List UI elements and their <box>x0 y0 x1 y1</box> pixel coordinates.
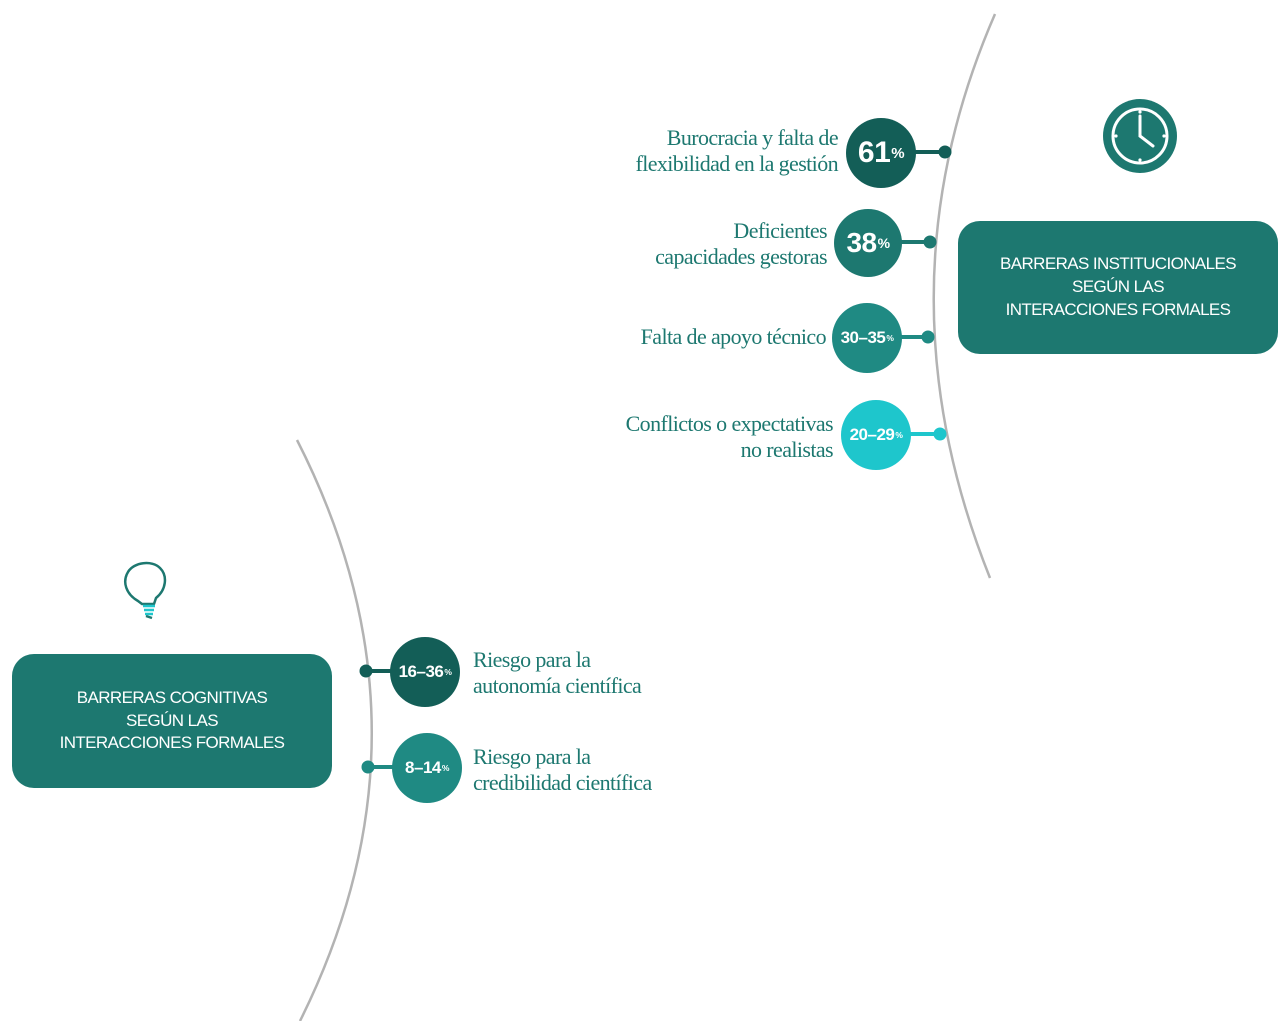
item-label-management-capacity: Deficientes capacidades gestoras <box>527 218 827 270</box>
connector-20-29 <box>905 427 947 441</box>
stat-bubble-38: 38% <box>834 209 902 277</box>
stat-bubble-20-29: 20–29% <box>841 400 911 470</box>
stat-bubble-16-36: 16–36% <box>390 637 460 707</box>
label-line: Conflictos o expectativas <box>625 411 834 436</box>
institutional-title-line-3: interacciones formales <box>1005 299 1231 319</box>
label-line: autonomía científica <box>473 673 642 698</box>
item-label-bureaucracy: Burocracia y falta de flexibilidad en la… <box>518 125 838 177</box>
label-line: Burocracia y falta de <box>666 125 839 150</box>
label-line: Riesgo para la <box>473 744 591 769</box>
cognitive-title-line-3: interacciones formales <box>59 733 285 753</box>
institutional-title-line-2: según las <box>1072 277 1165 297</box>
stat-value: 16–36 <box>398 662 444 681</box>
label-line: capacidades gestoras <box>655 244 827 269</box>
label-line: Falta de apoyo técnico <box>640 324 827 349</box>
item-label-scientific-credibility: Riesgo para la credibilidad científica <box>473 744 733 796</box>
stat-unit: % <box>877 235 890 251</box>
institutional-title-line-1: Barreras institucionales <box>1000 254 1237 274</box>
label-line: Riesgo para la <box>473 647 591 672</box>
stat-bubble-61: 61% <box>846 118 916 188</box>
stat-unit: % <box>441 763 450 773</box>
connector-30-35 <box>898 330 935 344</box>
label-line: no realistas <box>740 437 834 462</box>
stat-value: 61 <box>857 136 891 169</box>
stat-unit: % <box>895 430 903 440</box>
stat-value: 8–14 <box>405 758 441 777</box>
institutional-barriers-box: Barreras institucionales según las inter… <box>958 221 1278 354</box>
cognitive-barriers-box: Barreras cognitivas según las interaccio… <box>12 654 332 788</box>
label-line: flexibilidad en la gestión <box>635 151 838 176</box>
clock-icon <box>1103 99 1177 173</box>
lightbulb-icon <box>124 561 167 620</box>
stat-value: 38 <box>846 227 877 258</box>
stat-value: 20–29 <box>849 425 895 444</box>
cognitive-arc <box>295 439 373 1021</box>
stat-unit: % <box>886 333 894 343</box>
connector-38 <box>898 235 937 249</box>
stat-unit: % <box>444 667 452 677</box>
cognitive-title-line-1: Barreras cognitivas <box>76 687 268 707</box>
cognitive-title-line-2: según las <box>126 710 219 730</box>
label-line: Deficientes <box>733 218 827 243</box>
institutional-connectors <box>910 145 952 159</box>
stat-value: 30–35 <box>840 328 886 347</box>
item-label-technical-support: Falta de apoyo técnico <box>506 324 827 350</box>
stat-unit: % <box>891 144 905 162</box>
item-label-conflicts: Conflictos o expectativas no realistas <box>513 411 834 463</box>
institutional-arc <box>932 13 997 579</box>
item-label-scientific-autonomy: Riesgo para la autonomía científica <box>473 647 733 699</box>
label-line: credibilidad científica <box>473 770 652 795</box>
stat-bubble-30-35: 30–35% <box>832 303 902 373</box>
stat-bubble-8-14: 8–14% <box>392 733 462 803</box>
